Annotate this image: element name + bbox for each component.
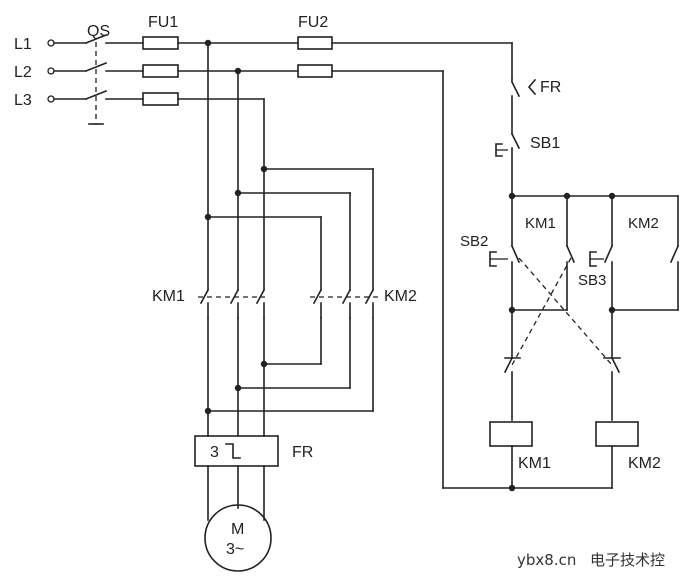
input-terminals: L1 L2 L3 (14, 36, 87, 109)
switch-qs: QS (84, 23, 144, 125)
coil-km2 (595, 421, 639, 447)
control-circuit: FR SB1 SB2 KM1 SB3 KM2 (442, 77, 680, 492)
motor-label: M (231, 521, 244, 538)
main-contacts: KM1 KM2 (152, 288, 417, 437)
label-km1-hold: KM1 (525, 215, 556, 232)
fr-block-number: 3 (210, 444, 219, 461)
label-sb2: SB2 (460, 233, 488, 250)
label-km1-main: KM1 (152, 288, 185, 305)
watermark-site: ybx8.cn (517, 551, 576, 569)
label-km2-main: KM2 (384, 288, 417, 305)
motor-phase: 3~ (226, 541, 244, 558)
label-l3: L3 (14, 92, 32, 109)
reverse-cross-wiring (204, 165, 374, 415)
main-bus (177, 39, 299, 291)
label-coil-km2: KM2 (628, 455, 661, 472)
label-fu1: FU1 (148, 14, 178, 31)
coil-km1 (489, 421, 533, 447)
label-fu2: FU2 (298, 14, 328, 31)
watermark-brand: 电子技术控 (590, 551, 665, 569)
terminal-l1 (47, 39, 55, 47)
label-km2-hold: KM2 (628, 215, 659, 232)
label-sb1: SB1 (530, 135, 560, 152)
label-coil-km1: KM1 (518, 455, 551, 472)
label-fr-main: FR (292, 444, 313, 461)
label-l1: L1 (14, 36, 32, 53)
thermal-relay-fr: 3 FR (194, 435, 313, 521)
fuse-fu1: FU1 (142, 14, 179, 106)
label-sb3: SB3 (578, 272, 606, 289)
motor-m: M 3~ (204, 504, 272, 572)
label-fr-ctrl: FR (540, 79, 561, 96)
fuse-fu2: FU2 (297, 14, 513, 489)
terminal-l3 (47, 95, 55, 103)
watermark: ybx8.cn 电子技术控 (517, 551, 665, 569)
label-l2: L2 (14, 64, 32, 81)
terminal-l2 (47, 67, 55, 75)
